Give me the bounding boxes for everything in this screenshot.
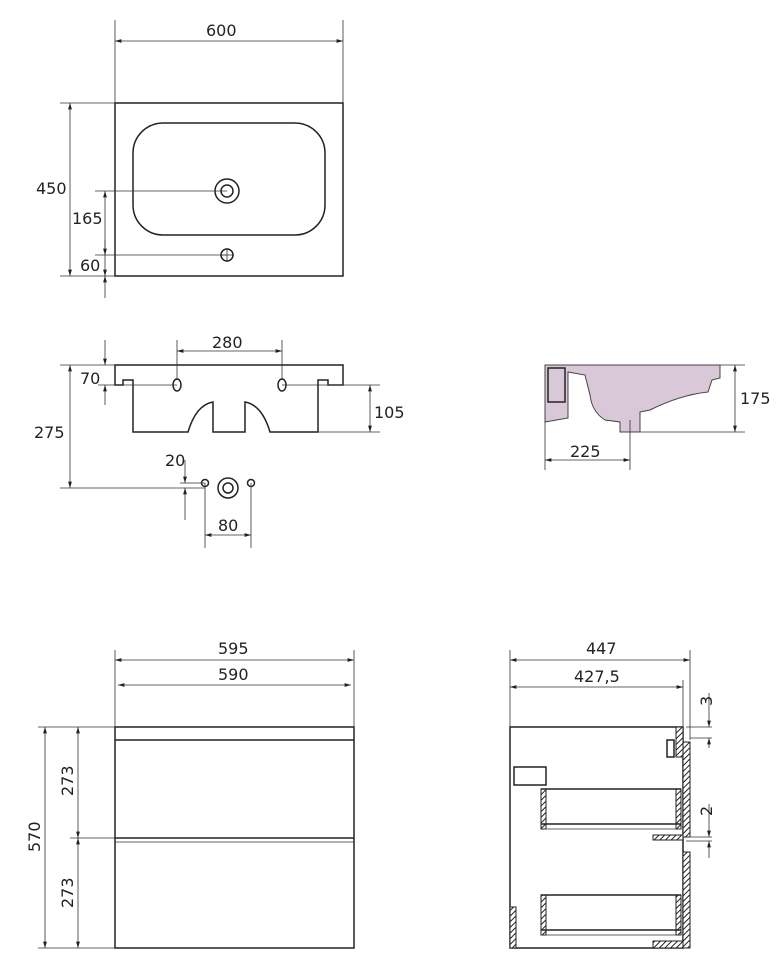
dim-drain-distance: 225 — [570, 442, 601, 461]
dim-lip-height: 70 — [80, 369, 100, 388]
dim-drain-offset: 165 — [72, 209, 103, 228]
cabinet-front-view: 595 590 570 273 273 — [25, 639, 355, 949]
cabinet-side-view: 447 427,5 3 2 — [509, 639, 716, 949]
dim-top-gap: 3 — [697, 696, 716, 706]
dim-tap-spacing: 280 — [212, 333, 243, 352]
dim-inner-width: 590 — [218, 665, 249, 684]
dim-section-height: 175 — [740, 389, 771, 408]
dim-drawer-bottom: 273 — [58, 877, 77, 908]
dim-depth: 450 — [36, 179, 67, 198]
dim-width: 600 — [206, 21, 237, 40]
dim-hole-spacing: 80 — [218, 516, 238, 535]
basin-section-view: 225 175 — [544, 364, 771, 470]
basin-top-view: 600 450 165 60 — [36, 20, 344, 298]
dim-body-height: 105 — [374, 403, 405, 422]
dim-middle-gap: 2 — [697, 806, 716, 816]
dim-total-height: 275 — [34, 423, 65, 442]
dim-hole-offset: 20 — [165, 451, 185, 470]
dim-outer-width: 595 — [218, 639, 249, 658]
dim-cabinet-height: 570 — [25, 821, 44, 852]
dim-inner-depth: 427,5 — [574, 667, 620, 686]
dim-overflow-offset: 60 — [80, 256, 100, 275]
dim-cabinet-depth: 447 — [586, 639, 617, 658]
dim-drawer-top: 273 — [58, 765, 77, 796]
basin-front-view: 280 70 105 275 20 80 — [34, 333, 405, 548]
